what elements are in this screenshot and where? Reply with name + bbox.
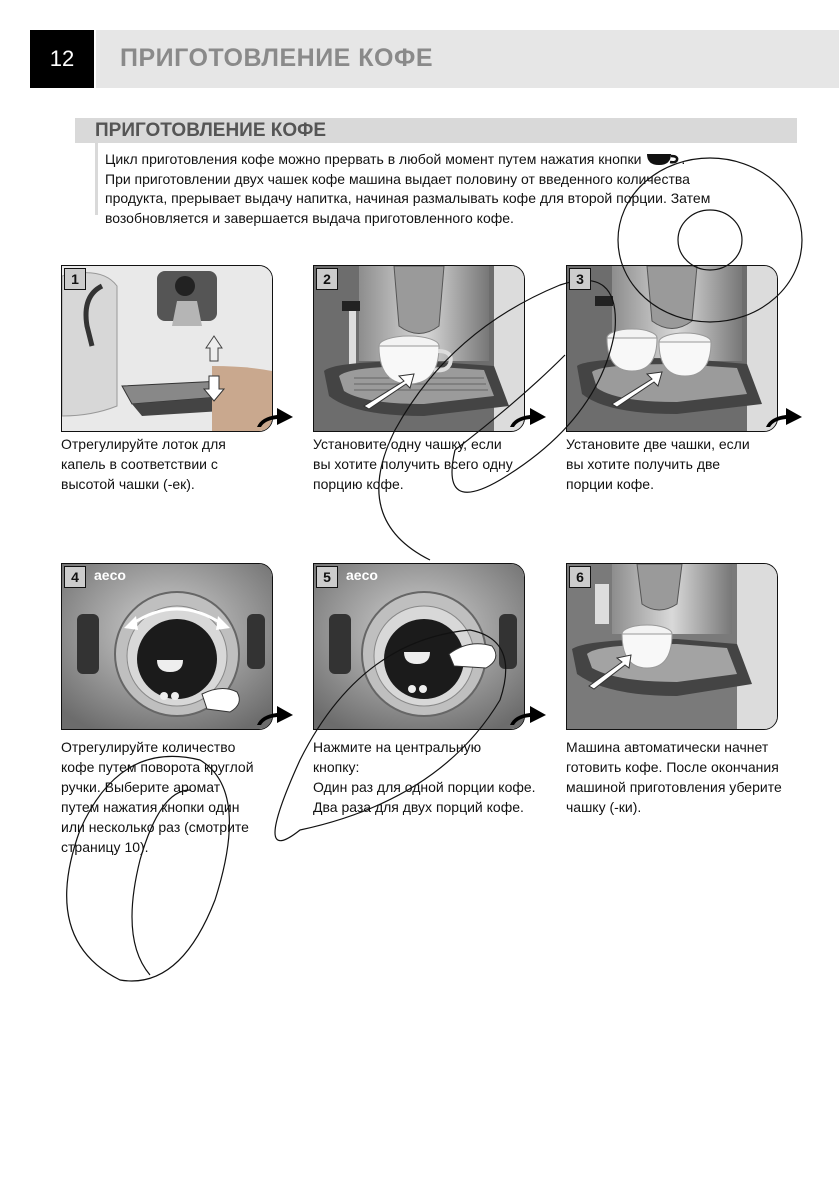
caption-line: Нажмите на центральную bbox=[313, 739, 482, 755]
caption-line: вы хотите получить всего одну bbox=[313, 456, 513, 472]
caption-line: чашку (-ки). bbox=[566, 799, 642, 815]
section-rule bbox=[95, 143, 98, 215]
step-6-caption: Машина автоматически начнет готовить коф… bbox=[566, 737, 782, 817]
step-1-photo: 1 bbox=[61, 265, 273, 432]
caption-line: Установите одну чашку, если bbox=[313, 436, 502, 452]
step-5-number: 5 bbox=[316, 566, 338, 588]
intro-line-2: При приготовлении двух чашек кофе машина… bbox=[105, 170, 690, 187]
step-5-photo: 5 aeco bbox=[313, 563, 525, 730]
intro-line-1-end: . bbox=[681, 151, 686, 167]
header-bar: ПРИГОТОВЛЕНИЕ КОФЕ bbox=[96, 30, 839, 88]
step-3-caption: Установите две чашки, если вы хотите пол… bbox=[566, 434, 750, 494]
step-4-photo: 4 aeco bbox=[61, 563, 273, 730]
caption-line: путем нажатия кнопки один bbox=[61, 799, 240, 815]
caption-line: порцию кофе. bbox=[313, 476, 404, 492]
caption-line: Установите две чашки, если bbox=[566, 436, 750, 452]
next-arrow-icon bbox=[257, 706, 293, 725]
intro-line-1: Цикл приготовления кофе можно прервать в… bbox=[105, 151, 642, 167]
step-6-number: 6 bbox=[569, 566, 591, 588]
next-arrow-icon bbox=[510, 706, 546, 725]
step-2-number: 2 bbox=[316, 268, 338, 290]
caption-line: страницу 10). bbox=[61, 839, 149, 855]
step-1-number: 1 bbox=[64, 268, 86, 290]
caption-line: высотой чашки (-ек). bbox=[61, 476, 195, 492]
caption-line: кофе путем поворота круглой bbox=[61, 759, 254, 775]
step-1-caption: Отрегулируйте лоток для капель в соответ… bbox=[61, 434, 226, 494]
step-2-caption: Установите одну чашку, если вы хотите по… bbox=[313, 434, 513, 494]
caption-line: машиной приготовления уберите bbox=[566, 779, 782, 795]
cup-icon bbox=[647, 154, 679, 165]
caption-line: Машина автоматически начнет bbox=[566, 739, 769, 755]
section-bar: ПРИГОТОВЛЕНИЕ КОФЕ bbox=[75, 118, 797, 143]
caption-line: Отрегулируйте лоток для bbox=[61, 436, 226, 452]
section-title: ПРИГОТОВЛЕНИЕ КОФЕ bbox=[95, 120, 327, 141]
caption-line: Один раз для одной порции кофе. bbox=[313, 779, 536, 795]
caption-line: Два раза для двух порций кофе. bbox=[313, 799, 524, 815]
caption-line: кнопку: bbox=[313, 759, 360, 775]
page-number: 12 bbox=[30, 30, 94, 88]
step-3-number: 3 bbox=[569, 268, 591, 290]
brand-logo: aeco bbox=[94, 567, 126, 583]
brand-logo: aeco bbox=[346, 567, 378, 583]
caption-line: капель в соответствии с bbox=[61, 456, 218, 472]
step-4-number: 4 bbox=[64, 566, 86, 588]
caption-line: или несколько раз (смотрите bbox=[61, 819, 249, 835]
caption-line: порции кофе. bbox=[566, 476, 654, 492]
page-title: ПРИГОТОВЛЕНИЕ КОФЕ bbox=[120, 44, 434, 72]
caption-line: Отрегулируйте количество bbox=[61, 739, 236, 755]
next-arrow-icon bbox=[257, 408, 293, 427]
step-3-photo: 3 bbox=[566, 265, 778, 432]
next-arrow-icon bbox=[766, 408, 802, 427]
caption-line: готовить кофе. После окончания bbox=[566, 759, 779, 775]
step-4-caption: Отрегулируйте количество кофе путем пово… bbox=[61, 737, 254, 857]
caption-line: вы хотите получить две bbox=[566, 456, 721, 472]
intro-line-3: продукта, прерывает выдачу напитка, начи… bbox=[105, 190, 711, 206]
step-6-photo: 6 bbox=[566, 563, 778, 730]
next-arrow-icon bbox=[510, 408, 546, 427]
step-2-photo: 2 bbox=[313, 265, 525, 432]
intro-text: Цикл приготовления кофе можно прервать в… bbox=[105, 150, 785, 228]
intro-line-4: возобновляется и завершается выдача приг… bbox=[105, 209, 514, 226]
step-5-caption: Нажмите на центральную кнопку: Один раз … bbox=[313, 737, 536, 817]
caption-line: ручки. Выберите аромат bbox=[61, 779, 221, 795]
